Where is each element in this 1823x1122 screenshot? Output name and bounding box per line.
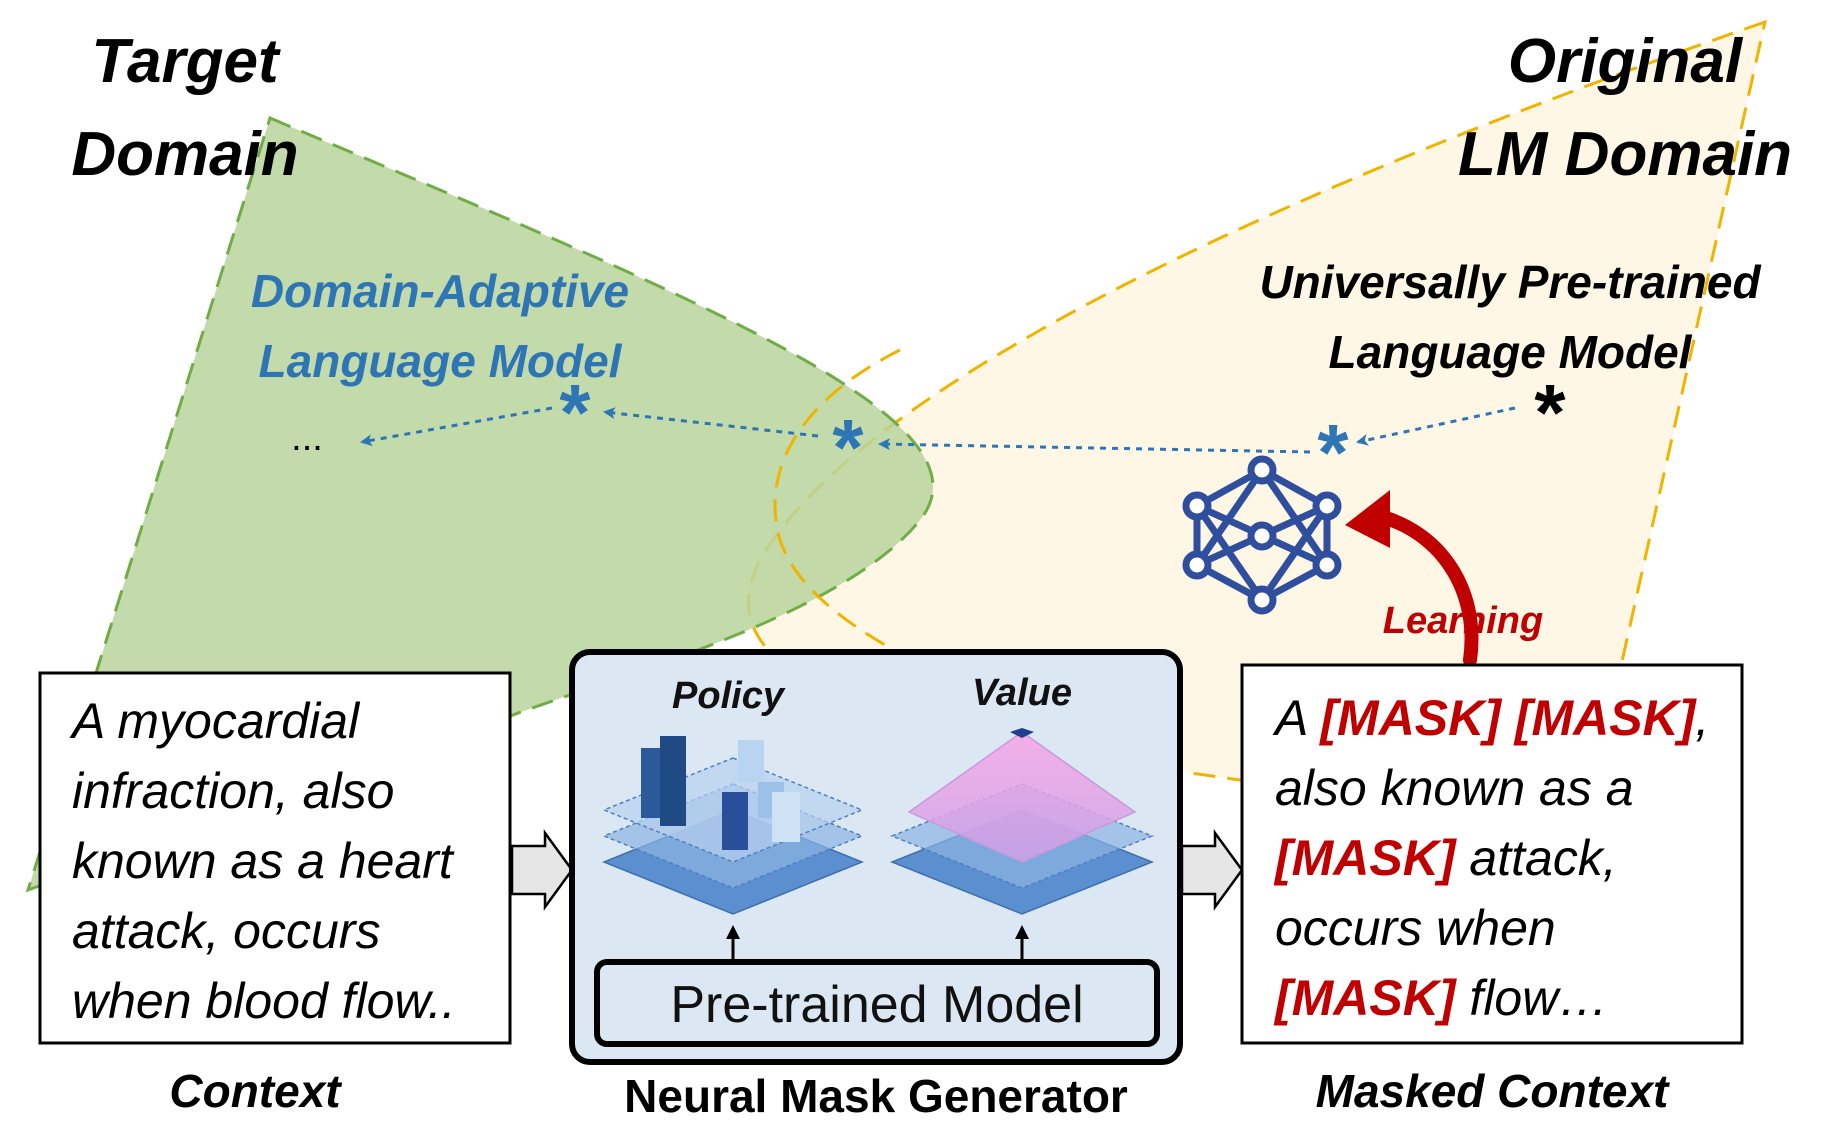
adaptive-model-label: Domain-Adaptive bbox=[251, 265, 629, 317]
context-caption: Context bbox=[169, 1065, 342, 1117]
context-line-2: infraction, also bbox=[72, 763, 394, 819]
masked-context-box bbox=[1240, 663, 1744, 1045]
target-domain-title: Target bbox=[91, 27, 281, 96]
pretrained-model-box bbox=[594, 959, 1160, 1047]
input-flow-arrow bbox=[510, 829, 574, 911]
neural-network-icon bbox=[1182, 455, 1342, 615]
context-line-1: A myocardial bbox=[69, 693, 361, 749]
masked-line-3: [MASK] attack, bbox=[1273, 830, 1617, 886]
masked-line-5: [MASK] flow… bbox=[1273, 970, 1608, 1026]
context-line-5: when blood flow.. bbox=[72, 973, 456, 1029]
masked-context-text: A [MASK] [MASK], also known as a [MASK] … bbox=[1272, 690, 1709, 1026]
context-text: A myocardial infraction, also known as a… bbox=[69, 693, 456, 1029]
masked-context-caption: Masked Context bbox=[1316, 1065, 1670, 1117]
step-star-3: * bbox=[559, 368, 591, 457]
context-line-4: attack, occurs bbox=[72, 903, 380, 959]
mask-token: [MASK] bbox=[1513, 690, 1698, 746]
value-label: Value bbox=[972, 672, 1072, 714]
masked-line-4: occurs when bbox=[1275, 900, 1556, 956]
original-domain-title: Original bbox=[1508, 27, 1744, 96]
trajectory-arrow-1 bbox=[1356, 406, 1516, 446]
mask-token: [MASK] bbox=[1273, 970, 1458, 1026]
mask-token: [MASK] bbox=[1273, 830, 1458, 886]
universal-model-label-line2: Language Model bbox=[1329, 326, 1693, 378]
universal-model-star: * bbox=[1534, 368, 1566, 457]
learning-label: Learning bbox=[1383, 600, 1543, 642]
context-box bbox=[38, 671, 512, 1045]
mask-token: [MASK] bbox=[1318, 690, 1503, 746]
masked-line-1: A [MASK] [MASK], bbox=[1272, 690, 1709, 746]
output-flow-arrow bbox=[1180, 829, 1244, 911]
step-star-2: * bbox=[832, 403, 864, 492]
pretrained-model-label: Pre-trained Model bbox=[670, 976, 1083, 1034]
policy-label: Policy bbox=[672, 675, 786, 717]
learning-arrow bbox=[1368, 508, 1479, 667]
overlap-boundary bbox=[773, 348, 981, 692]
learning-arrow-head bbox=[1345, 490, 1390, 548]
target-domain-title-line2: Domain bbox=[71, 120, 298, 189]
ellipsis: ... bbox=[291, 417, 323, 459]
masked-line-2: also known as a bbox=[1275, 760, 1634, 816]
original-domain-title-line2: LM Domain bbox=[1458, 120, 1792, 189]
universal-model-label: Universally Pre-trained bbox=[1259, 256, 1761, 308]
value-network-graphic bbox=[889, 728, 1155, 915]
context-line-3: known as a heart bbox=[72, 833, 455, 889]
trajectory-arrow-4 bbox=[360, 406, 553, 447]
mask-generator-caption: Neural Mask Generator bbox=[624, 1070, 1128, 1122]
adaptive-model-label-line2: Language Model bbox=[259, 335, 623, 387]
step-star-1: * bbox=[1317, 408, 1349, 497]
policy-network-graphic bbox=[601, 736, 865, 915]
